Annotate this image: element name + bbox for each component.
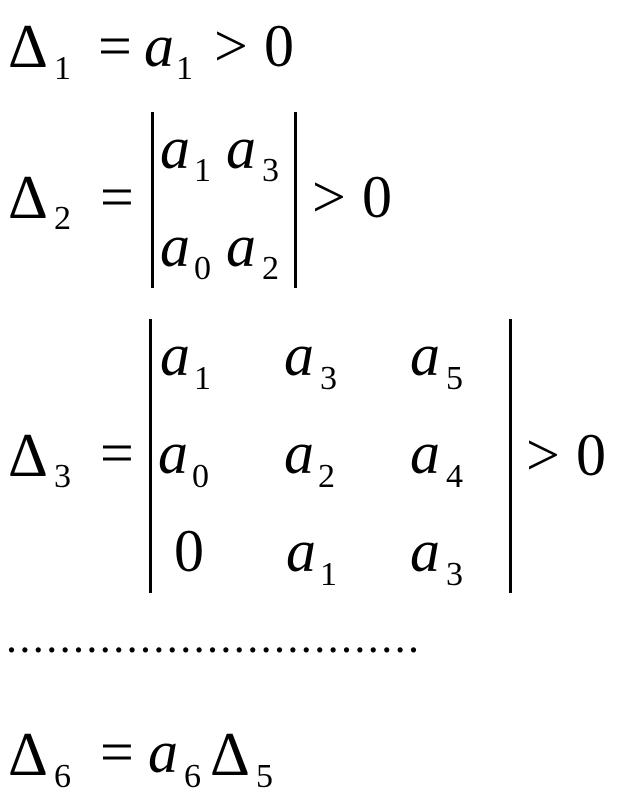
determinant-right-bar xyxy=(509,319,512,593)
subscript: 5 xyxy=(256,758,273,795)
zero: 0 xyxy=(174,518,204,584)
greater-than-sign: > xyxy=(526,422,560,488)
subscript: 3 xyxy=(320,360,337,397)
subscript: 3 xyxy=(446,556,463,593)
variable-a: a xyxy=(226,115,256,181)
variable-a: a xyxy=(226,213,256,279)
variable-a: a xyxy=(148,719,178,785)
subscript: 0 xyxy=(194,250,211,287)
variable-a: a xyxy=(410,518,440,584)
delta-symbol: Δ xyxy=(210,721,250,789)
equals-sign: = xyxy=(98,13,132,79)
determinant-right-bar xyxy=(294,112,297,288)
subscript: 1 xyxy=(194,152,211,189)
subscript: 6 xyxy=(184,758,201,795)
variable-a: a xyxy=(284,420,314,486)
subscript: 1 xyxy=(54,50,71,87)
determinant-left-bar xyxy=(151,112,154,288)
variable-a: a xyxy=(284,322,314,388)
subscript: 3 xyxy=(54,458,71,495)
variable-a: a xyxy=(144,13,174,79)
variable-a: a xyxy=(160,115,190,181)
delta-symbol: Δ xyxy=(8,721,48,789)
ellipsis-separator: ............................... xyxy=(6,613,422,662)
variable-a: a xyxy=(160,213,190,279)
variable-a: a xyxy=(410,322,440,388)
equals-sign: = xyxy=(100,164,134,230)
variable-a: a xyxy=(158,420,188,486)
delta-symbol: Δ xyxy=(8,164,48,232)
equals-sign: = xyxy=(100,719,134,785)
greater-than-sign: > xyxy=(312,164,346,230)
subscript: 0 xyxy=(192,458,209,495)
subscript: 2 xyxy=(318,458,335,495)
equals-sign: = xyxy=(100,420,134,486)
subscript: 5 xyxy=(446,360,463,397)
greater-than-sign: > xyxy=(214,13,248,79)
subscript: 1 xyxy=(176,50,193,87)
subscript: 4 xyxy=(446,458,463,495)
variable-a: a xyxy=(160,322,190,388)
delta-symbol: Δ xyxy=(8,422,48,490)
delta-symbol: Δ xyxy=(8,13,48,81)
subscript: 2 xyxy=(262,250,279,287)
subscript: 1 xyxy=(320,556,337,593)
zero: 0 xyxy=(264,13,294,79)
subscript: 2 xyxy=(54,200,71,237)
determinant-left-bar xyxy=(149,319,152,593)
subscript: 6 xyxy=(54,758,71,795)
variable-a: a xyxy=(410,420,440,486)
variable-a: a xyxy=(286,518,316,584)
subscript: 1 xyxy=(194,360,211,397)
subscript: 3 xyxy=(262,152,279,189)
zero: 0 xyxy=(362,164,392,230)
zero: 0 xyxy=(576,422,606,488)
